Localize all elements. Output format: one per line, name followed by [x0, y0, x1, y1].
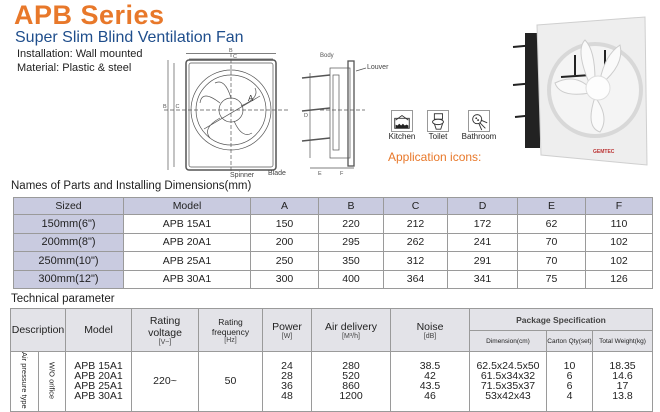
label-spinner: Spinner [230, 172, 255, 179]
cell-noise: 38.5 42 43.5 46 [390, 351, 470, 412]
cell: APB 30A1 [123, 269, 251, 289]
cell: 300 [250, 269, 319, 289]
col-air-delivery: Air delivery[M³/h] [311, 308, 391, 352]
label-b-side: B [163, 104, 167, 110]
toilet-label: Toilet [428, 132, 448, 141]
cell: 150 [250, 214, 319, 234]
desc-wo-orifice: W/O orifice [38, 351, 66, 412]
label-body: Body [320, 53, 334, 59]
label-louver: Louver [367, 64, 389, 71]
col-package-spec: Package Specification [469, 308, 653, 331]
cell-power: 24 28 36 48 [262, 351, 312, 412]
col-d: D [447, 197, 518, 215]
col-total-weight: Total Weight(kg) [592, 330, 653, 352]
cell: 126 [585, 269, 653, 289]
label-b: B [229, 48, 233, 54]
subtitle: Super Slim Blind Ventilation Fan [15, 29, 244, 46]
col-b: B [318, 197, 384, 215]
cell-models: APB 15A1 APB 20A1 APB 25A1 APB 30A1 [65, 351, 132, 412]
dimensions-table: Sized Model A B C D E F 150mm(6")APB 15A… [13, 197, 653, 289]
cell: 75 [517, 269, 586, 289]
col-f: F [585, 197, 653, 215]
cell-carton-qty: 10 6 6 4 [546, 351, 593, 412]
cell: 241 [447, 232, 518, 252]
cell: 341 [447, 269, 518, 289]
label-blade: Blade [268, 170, 286, 177]
bathroom-label: Bathroom [461, 132, 497, 141]
col-model: Model [65, 308, 132, 352]
col-c: C [383, 197, 448, 215]
cell: 291 [447, 251, 518, 271]
cell: 250mm(10") [13, 251, 124, 271]
cell: APB 25A1 [123, 251, 251, 271]
dimensions-heading: Names of Parts and Installing Dimensions… [11, 180, 252, 192]
cell: 300mm(12") [13, 269, 124, 289]
col-dimension: Dimension(cm) [469, 330, 547, 352]
col-sized: Sized [13, 197, 124, 215]
col-noise: Noise[dB] [390, 308, 470, 352]
product-photo: GEMTEC [512, 16, 648, 166]
cell: APB 20A1 [123, 232, 251, 252]
cell: 350 [318, 251, 384, 271]
brand-logo: GEMTEC [593, 149, 615, 155]
cell: 102 [585, 232, 653, 252]
col-carton-qty: Carton Qty(set) [546, 330, 593, 352]
cell: 250 [250, 251, 319, 271]
table-row: Air pressure type W/O orifice APB 15A1 A… [10, 351, 653, 412]
cell: 212 [383, 214, 448, 234]
cell: 364 [383, 269, 448, 289]
page-title: APB Series [14, 0, 165, 30]
cell: 400 [318, 269, 384, 289]
cell: 312 [383, 251, 448, 271]
col-a: A [250, 197, 319, 215]
label-f: F [340, 171, 344, 177]
cell: 220 [318, 214, 384, 234]
cell-air-delivery: 280 520 860 1200 [311, 351, 391, 412]
col-model: Model [123, 197, 251, 215]
label-c-side: C [176, 104, 180, 110]
application-icons: Kitchen Toilet Bathroom [388, 110, 498, 141]
application-icons-heading: Application icons: [388, 150, 482, 164]
desc-air-pressure: Air pressure type [10, 351, 39, 412]
label-c: C [233, 54, 237, 60]
cell: 62 [517, 214, 586, 234]
col-voltage: Rating voltage[V~] [131, 308, 199, 352]
cell: 102 [585, 251, 653, 271]
col-power: Power[W] [262, 308, 312, 352]
cell-voltage: 220~ [131, 351, 199, 412]
cell: 70 [517, 232, 586, 252]
cell: 70 [517, 251, 586, 271]
cell-frequency: 50 [198, 351, 263, 412]
cell-total-weight: 18.35 14.6 17 13.8 [592, 351, 653, 412]
label-a: A [248, 94, 254, 103]
cell-dimension: 62.5x24.5x50 61.5x34x32 71.5x35x37 53x42… [469, 351, 547, 412]
technical-table: Description Model Rating voltage[V~] Rat… [10, 308, 653, 412]
col-description: Description [10, 308, 66, 352]
technical-heading: Technical parameter [11, 293, 115, 305]
label-d: D [304, 113, 308, 119]
table-header-row: Sized Model A B C D E F [13, 197, 653, 215]
cell: 200 [250, 232, 319, 252]
cell: 295 [318, 232, 384, 252]
cell: 150mm(6") [13, 214, 124, 234]
material-text: Material: Plastic & steel [17, 62, 132, 74]
cell: 262 [383, 232, 448, 252]
col-e: E [517, 197, 586, 215]
shower-icon [468, 110, 490, 132]
col-frequency: Rating frequency[Hz] [198, 308, 263, 352]
kitchen-label: Kitchen [388, 132, 416, 141]
cell: 200mm(8") [13, 232, 124, 252]
cell: 110 [585, 214, 653, 234]
kitchen-pot-icon [391, 110, 413, 132]
label-e: E [318, 171, 322, 177]
cell: 172 [447, 214, 518, 234]
installation-text: Installation: Wall mounted [17, 48, 143, 60]
cell: APB 15A1 [123, 214, 251, 234]
technical-drawing: B C A B C Spinner Blade Body Louver D E … [163, 48, 389, 179]
toilet-icon [427, 110, 449, 132]
